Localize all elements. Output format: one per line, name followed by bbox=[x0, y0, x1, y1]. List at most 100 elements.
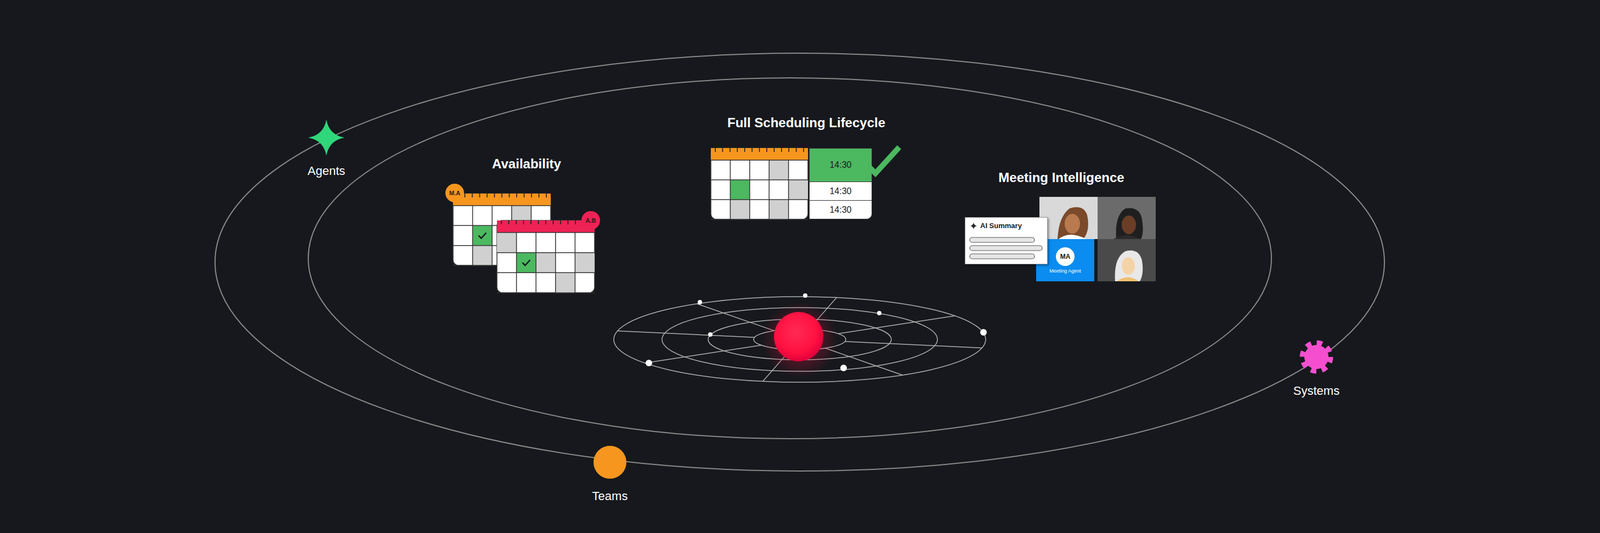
sun-glow bbox=[761, 301, 839, 379]
calendar-cell bbox=[535, 252, 556, 274]
header-tick bbox=[795, 148, 797, 152]
header-tick bbox=[574, 220, 576, 225]
header-tick bbox=[508, 220, 510, 225]
grid-line bbox=[710, 199, 808, 201]
grid-spoke bbox=[644, 345, 762, 364]
header-tick bbox=[744, 148, 746, 152]
header-tick bbox=[516, 193, 518, 198]
grid-line bbox=[768, 160, 770, 220]
label-text: Teams bbox=[573, 489, 647, 504]
calendar-header bbox=[710, 148, 808, 161]
calendar-cell bbox=[769, 160, 789, 180]
header-tick bbox=[538, 220, 540, 225]
avatar-badge: A.B bbox=[581, 211, 601, 230]
label-text: Meeting Intelligence bbox=[959, 170, 1164, 186]
systems-gear bbox=[1302, 343, 1331, 371]
header-tick bbox=[545, 193, 547, 198]
intelligence-group: Meeting Intelligence AI SummaryMA Meeting … bbox=[959, 170, 1164, 284]
header-tick bbox=[722, 148, 724, 152]
header-tick bbox=[509, 193, 511, 198]
grid-line bbox=[555, 232, 557, 293]
sparkle-icon bbox=[969, 222, 978, 230]
header-tick bbox=[714, 148, 716, 152]
grid-line bbox=[453, 205, 551, 207]
time-slot: 14:30 bbox=[809, 200, 873, 220]
calendar bbox=[496, 220, 595, 293]
grid-line bbox=[496, 232, 595, 234]
calendar-cell bbox=[730, 179, 750, 200]
header-tick bbox=[515, 220, 517, 225]
header-tick bbox=[729, 148, 731, 152]
header-tick bbox=[737, 148, 739, 152]
grid-spoke bbox=[617, 331, 755, 338]
header-tick bbox=[471, 193, 473, 198]
header-tick bbox=[781, 148, 783, 152]
header-tick bbox=[773, 148, 776, 152]
calendar-cell bbox=[730, 199, 750, 220]
calendar-cell bbox=[769, 199, 789, 220]
header-tick bbox=[464, 193, 466, 198]
summary-bar bbox=[969, 245, 1043, 251]
label-text: AI Summary bbox=[980, 221, 1022, 230]
header-tick bbox=[751, 148, 753, 152]
cell-check bbox=[522, 259, 530, 266]
label-text: 14:30 bbox=[829, 160, 852, 171]
calendar-body bbox=[710, 148, 808, 220]
label-text: M.A bbox=[449, 189, 461, 197]
grid-line bbox=[574, 232, 576, 293]
cell-check bbox=[478, 233, 486, 239]
grid-spoke bbox=[824, 348, 903, 376]
time-slot: 14:30 bbox=[809, 181, 873, 201]
availability-group: AvailabilityM.AA.B bbox=[443, 156, 610, 295]
polar-grid bbox=[613, 296, 986, 383]
header-tick bbox=[545, 220, 547, 225]
grid-line bbox=[730, 160, 732, 220]
grid-line bbox=[710, 218, 808, 220]
header-tick bbox=[538, 193, 540, 198]
label-text: A.B bbox=[585, 217, 597, 224]
avatar-badge: M.A bbox=[445, 183, 465, 203]
label-text: MA bbox=[1060, 252, 1071, 261]
grid-line bbox=[788, 160, 790, 220]
summary-card: AI Summary bbox=[964, 217, 1048, 265]
time-slot: 14:30 bbox=[809, 148, 873, 183]
inner-orbit bbox=[308, 77, 1272, 439]
header-tick bbox=[803, 148, 805, 152]
grid-line bbox=[496, 252, 595, 254]
label-text: Meeting Agent bbox=[1049, 268, 1082, 274]
header-tick bbox=[766, 148, 768, 152]
calendar-cell bbox=[788, 179, 808, 200]
agents-star bbox=[308, 119, 345, 156]
label-text: Agents bbox=[295, 164, 358, 179]
agents-node: Agents bbox=[295, 115, 358, 179]
grid-line bbox=[491, 205, 493, 266]
calendar-cell bbox=[472, 245, 493, 266]
grid-spoke bbox=[697, 303, 775, 331]
card-head: AI Summary bbox=[965, 217, 1048, 230]
header-tick bbox=[486, 193, 488, 198]
header-tick bbox=[552, 220, 554, 225]
grid-spoke bbox=[838, 315, 955, 335]
calendar-cell bbox=[496, 232, 517, 253]
summary-bar bbox=[969, 237, 1035, 243]
calendar bbox=[710, 148, 808, 220]
grid-line bbox=[516, 232, 518, 293]
header-tick bbox=[567, 220, 569, 225]
header-tick bbox=[501, 193, 503, 198]
calendar-header bbox=[496, 220, 595, 233]
header-tick bbox=[523, 220, 525, 225]
grid-spoke bbox=[844, 341, 982, 349]
header-tick bbox=[530, 220, 532, 225]
calendar-cell bbox=[472, 225, 493, 246]
grid-line bbox=[710, 179, 808, 181]
grid-line bbox=[710, 159, 808, 161]
label-text: Systems bbox=[1274, 383, 1359, 399]
calendar-cell bbox=[574, 252, 595, 274]
sparkle bbox=[970, 222, 977, 230]
systems-node: Systems bbox=[1274, 337, 1359, 399]
grid-line bbox=[496, 272, 595, 274]
label-text: 14:30 bbox=[829, 186, 852, 197]
agent-avatar: MA bbox=[1055, 247, 1075, 267]
